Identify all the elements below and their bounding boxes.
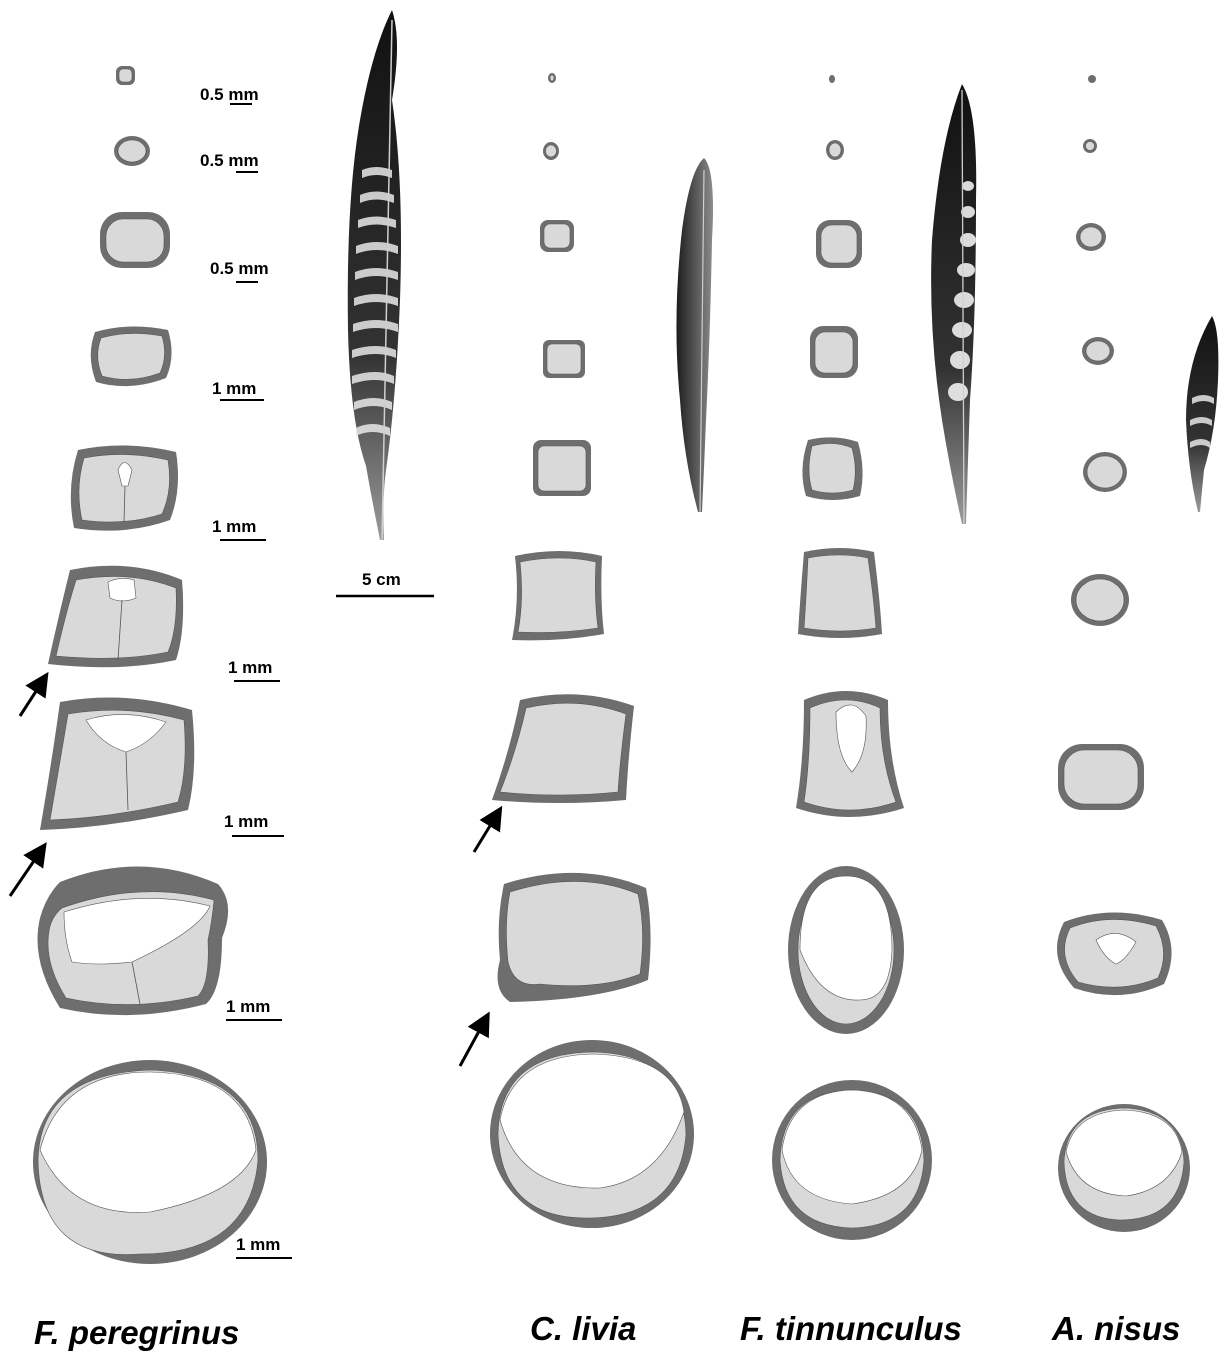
species-label: F. tinnunculus	[740, 1310, 962, 1347]
scale-bar: 1 mm	[228, 658, 280, 681]
section	[1058, 1104, 1190, 1232]
species-label: A. nisus	[1051, 1310, 1180, 1347]
arrow-up-right-icon	[10, 852, 40, 896]
section	[91, 326, 172, 386]
scale-label: 0.5 mm	[210, 259, 269, 278]
section	[798, 548, 882, 638]
section	[512, 551, 604, 640]
section	[816, 220, 862, 268]
section	[48, 566, 183, 667]
scale-bar: 0.5 mm	[210, 259, 269, 282]
livia-sections	[490, 73, 694, 1228]
section	[1082, 337, 1114, 365]
section	[788, 866, 904, 1034]
section	[33, 1060, 267, 1264]
scale-bar: 1 mm	[212, 379, 264, 400]
feather-icon	[348, 10, 401, 540]
section	[492, 694, 634, 803]
section	[802, 437, 862, 500]
scale-label: 1 mm	[212, 517, 256, 536]
feather-icon	[676, 158, 713, 512]
section	[498, 873, 651, 1002]
section	[796, 691, 904, 817]
scale-bar: 1 mm	[212, 517, 266, 540]
section	[40, 698, 194, 831]
section	[548, 73, 556, 83]
scale-label: 1 mm	[224, 812, 268, 831]
scale-bar: 1 mm	[226, 997, 282, 1020]
arrow-up-right-icon	[460, 1022, 484, 1066]
section	[543, 340, 585, 378]
section	[1088, 75, 1096, 83]
section	[829, 75, 835, 83]
arrow-up-right-icon	[20, 682, 42, 716]
arrow-up-right-icon	[474, 816, 496, 852]
section	[71, 445, 178, 530]
section	[1076, 223, 1106, 251]
section	[38, 866, 229, 1015]
scale-label: 0.5 mm	[200, 85, 259, 104]
section	[1058, 744, 1144, 810]
section	[1057, 912, 1172, 995]
nisus-sections	[1057, 75, 1190, 1232]
scale-label: 1 mm	[236, 1235, 280, 1254]
section	[772, 1080, 932, 1240]
scale-bar: 1 mm	[224, 812, 284, 836]
feather-icon	[1186, 316, 1218, 512]
scale-label: 1 mm	[226, 997, 270, 1016]
scale-label: 0.5 mm	[200, 151, 259, 170]
section	[1071, 574, 1129, 626]
section	[114, 136, 150, 166]
section	[810, 326, 858, 378]
tinnunculus-sections	[772, 75, 932, 1240]
scale-label: 1 mm	[228, 658, 272, 677]
species-label: F. peregrinus	[34, 1314, 239, 1351]
section	[543, 142, 559, 160]
scale-label: 1 mm	[212, 379, 256, 398]
section	[826, 140, 844, 160]
scale-bar: 1 mm	[236, 1235, 292, 1258]
scale-bar: 5 cm	[336, 570, 434, 596]
section	[1083, 139, 1097, 153]
section	[1083, 452, 1127, 492]
species-label: C. livia	[530, 1310, 636, 1347]
section	[533, 440, 591, 496]
scale-bar: 0.5 mm	[200, 85, 259, 104]
section	[490, 1040, 694, 1228]
scale-bar: 0.5 mm	[200, 151, 259, 172]
section	[540, 220, 574, 252]
feather-icon	[931, 84, 976, 524]
section	[116, 66, 135, 85]
scale-label: 5 cm	[362, 570, 401, 589]
section	[100, 212, 170, 268]
